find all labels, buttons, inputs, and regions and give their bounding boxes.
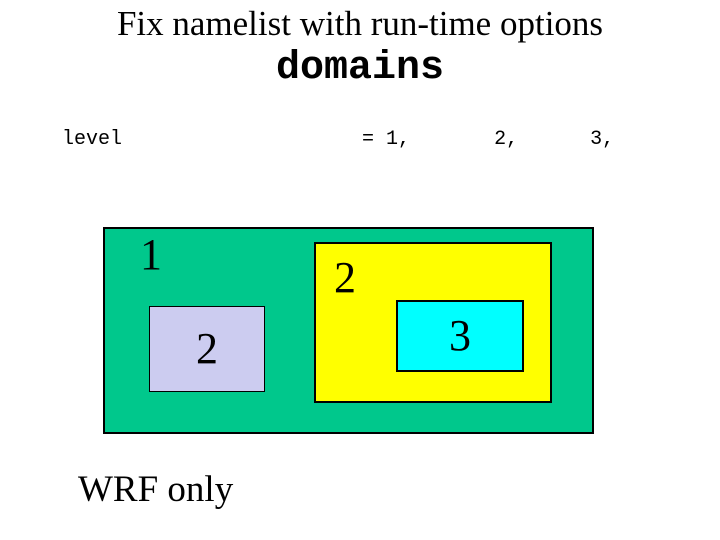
domain-2-right-rect: 2 3 (314, 242, 552, 403)
domain-2-left-rect: 2 (149, 306, 265, 392)
domain-3-rect: 3 (396, 300, 524, 372)
slide-title: Fix namelist with run-time options (116, 4, 604, 43)
footer-note: WRF only (78, 469, 234, 510)
domain-2-left-label: 2 (196, 324, 218, 373)
domain-1-rect: 1 2 2 3 (103, 227, 594, 434)
namelist-code-line: level = 1, 2, 3, (62, 128, 615, 151)
domain-3-label: 3 (449, 311, 471, 360)
slide-subtitle: domains (275, 46, 445, 91)
domain-2-right-label: 2 (334, 253, 356, 302)
domain-1-label: 1 (140, 230, 162, 279)
